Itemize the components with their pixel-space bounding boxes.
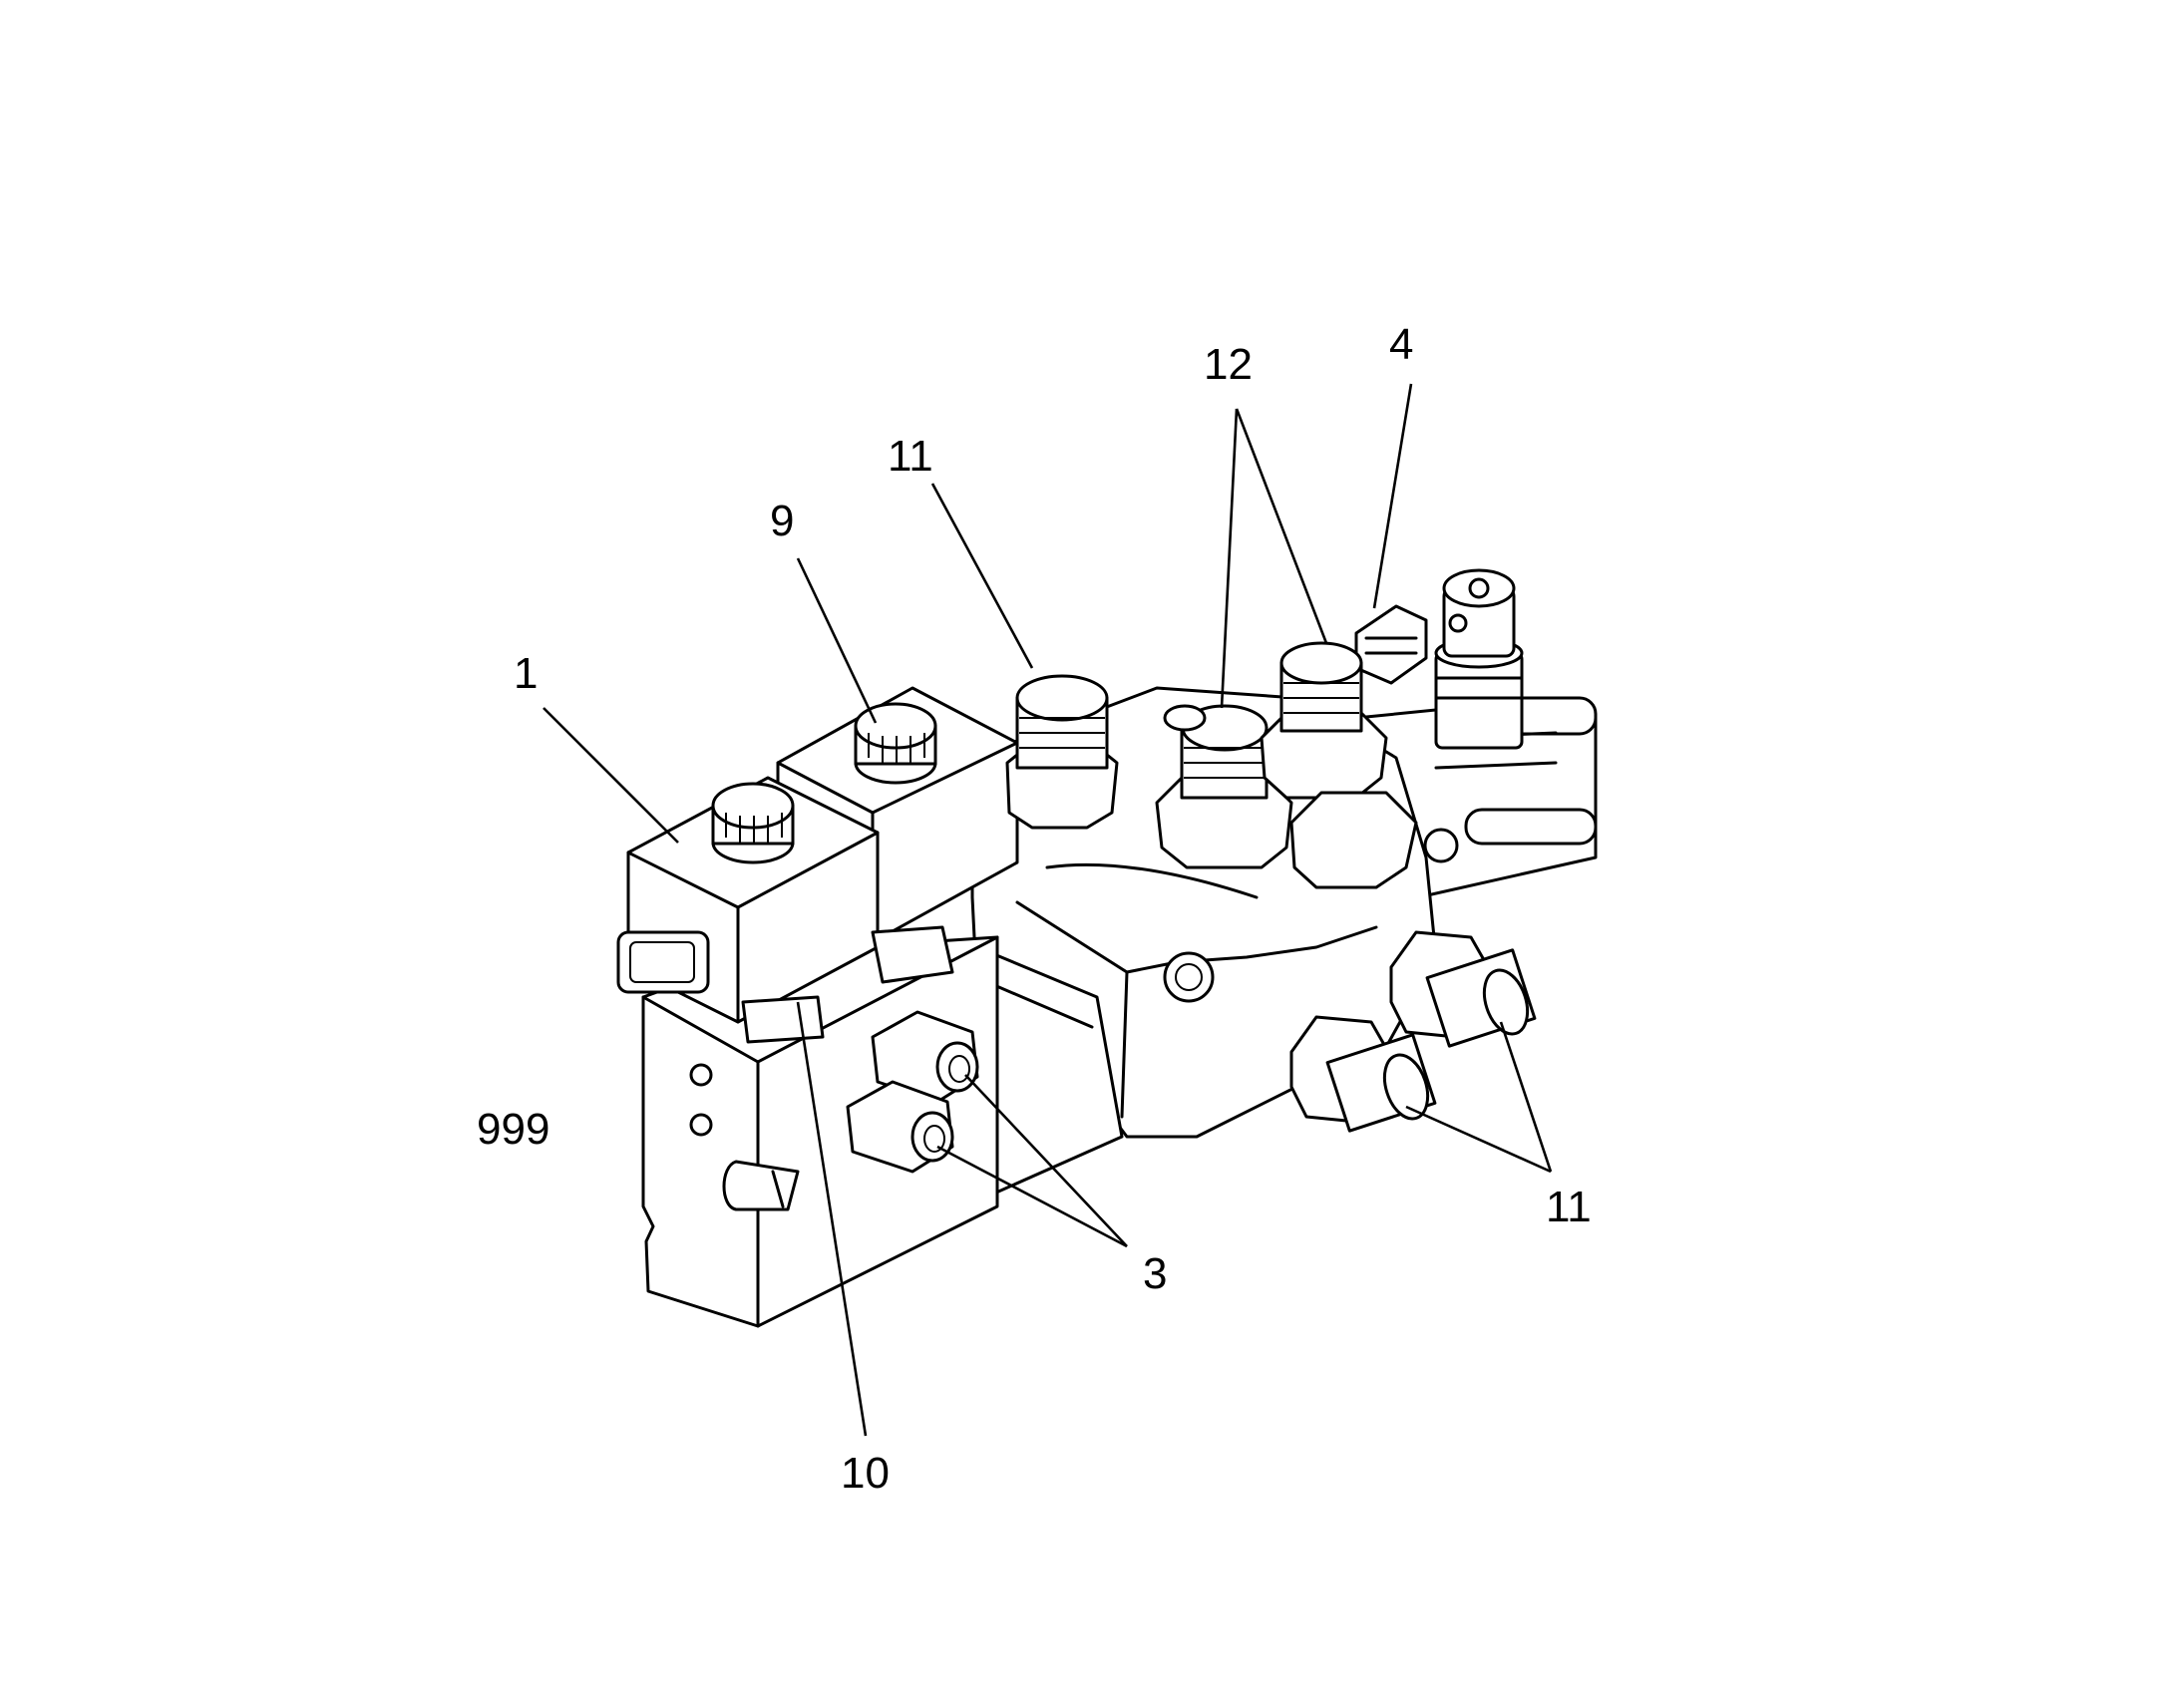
port-fittings bbox=[846, 1010, 979, 1174]
leader-3a bbox=[964, 1074, 1128, 1247]
callout-1: 1 bbox=[514, 649, 538, 698]
side-plugs bbox=[1289, 930, 1537, 1133]
callout-3: 3 bbox=[1143, 1249, 1167, 1298]
leader-12a bbox=[1220, 408, 1239, 709]
leader-11a bbox=[930, 483, 1034, 669]
callout-11-top: 11 bbox=[888, 432, 933, 481]
top-plugs bbox=[1005, 641, 1418, 889]
leader-9 bbox=[796, 557, 878, 724]
leader-11b-1 bbox=[1405, 1105, 1552, 1174]
callout-11-right: 11 bbox=[1546, 1183, 1592, 1231]
leader-lines bbox=[543, 383, 1553, 1437]
figure-id: 999 bbox=[477, 1105, 549, 1154]
callout-10: 10 bbox=[841, 1449, 890, 1498]
leader-4 bbox=[1372, 383, 1413, 609]
leader-12b bbox=[1235, 408, 1328, 644]
callout-labels: 1 9 11 12 4 11 3 10 999 bbox=[477, 320, 1592, 1498]
leader-3b bbox=[936, 1145, 1128, 1248]
callout-12: 12 bbox=[1204, 340, 1253, 389]
solenoid-coils bbox=[616, 686, 1019, 1044]
leader-1 bbox=[543, 707, 679, 844]
leader-11b-2 bbox=[1499, 1021, 1553, 1173]
callout-9: 9 bbox=[770, 497, 794, 545]
leader-10 bbox=[796, 1001, 868, 1437]
callout-4: 4 bbox=[1389, 320, 1413, 369]
